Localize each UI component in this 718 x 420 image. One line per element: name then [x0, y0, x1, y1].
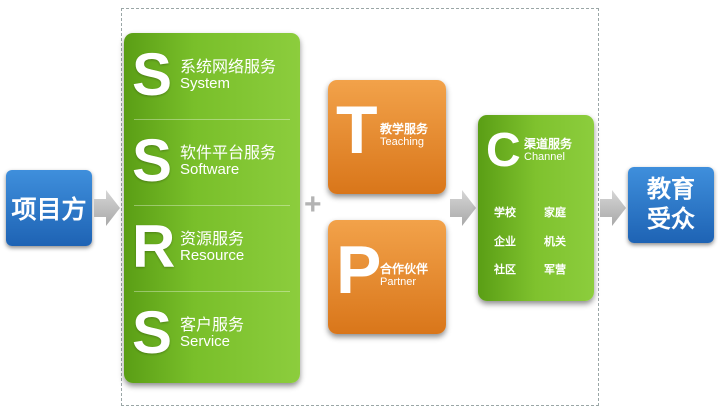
- project-party-box: 项目方: [6, 170, 92, 246]
- teaching-box: T 教学服务 Teaching: [328, 80, 446, 194]
- srs-row-cn: 资源服务: [180, 231, 245, 248]
- education-audience-box: 教育 受众: [628, 167, 714, 243]
- channel-box: C 渠道服务 Channel 学校 家庭 企业 机关 社区 军营: [478, 115, 594, 301]
- srs-row-en: Software: [180, 161, 240, 178]
- srs-row-software: S 软件平台服务 Software: [124, 119, 300, 205]
- audience-label-line2: 受众: [647, 206, 695, 233]
- channel-item-family: 家庭: [544, 207, 566, 219]
- channel-cn: 渠道服务: [524, 137, 573, 151]
- partner-box: P 合作伙伴 Partner: [328, 220, 446, 334]
- divider: [134, 205, 290, 206]
- channel-item-school: 学校: [494, 207, 516, 219]
- partner-letter: P: [336, 232, 382, 308]
- arrow-right-icon: [600, 190, 626, 226]
- srs-letter: S: [132, 299, 173, 366]
- srs-row-service: S 客户服务 Service: [124, 291, 300, 377]
- channel-letter: C: [486, 124, 521, 177]
- dashed-frame: [121, 8, 599, 406]
- channel-item-military: 军营: [544, 264, 566, 276]
- plus-icon: +: [304, 188, 322, 221]
- divider: [134, 291, 290, 292]
- srs-letter: S: [132, 41, 173, 108]
- srs-row-system: S 系统网络服务 System: [124, 33, 300, 119]
- srs-services-panel: S 系统网络服务 System S 软件平台服务 Software R 资源服务…: [124, 33, 300, 383]
- teaching-cn: 教学服务: [380, 122, 429, 136]
- project-party-label: 项目方: [11, 196, 87, 224]
- partner-cn: 合作伙伴: [380, 262, 429, 276]
- srs-row-cn: 系统网络服务: [180, 59, 277, 76]
- srs-row-cn: 软件平台服务: [180, 145, 277, 162]
- srs-letter: S: [132, 127, 173, 194]
- channel-item-enterprise: 企业: [494, 236, 516, 248]
- divider: [134, 119, 290, 120]
- teaching-letter: T: [336, 92, 378, 168]
- teaching-en: Teaching: [380, 136, 425, 148]
- srs-row-cn: 客户服务: [180, 317, 245, 334]
- srs-row-en: System: [180, 75, 231, 92]
- channel-item-community: 社区: [494, 264, 516, 276]
- srs-row-resource: R 资源服务 Resource: [124, 205, 300, 291]
- srs-row-en: Resource: [180, 247, 245, 264]
- audience-label-line1: 教育: [647, 176, 695, 203]
- arrow-right-icon: [94, 190, 120, 226]
- srs-row-en: Service: [180, 333, 231, 350]
- channel-en: Channel: [524, 151, 565, 163]
- partner-en: Partner: [380, 276, 417, 288]
- channel-item-government: 机关: [544, 236, 566, 248]
- srs-letter: R: [132, 213, 176, 280]
- arrow-right-icon: [450, 190, 476, 226]
